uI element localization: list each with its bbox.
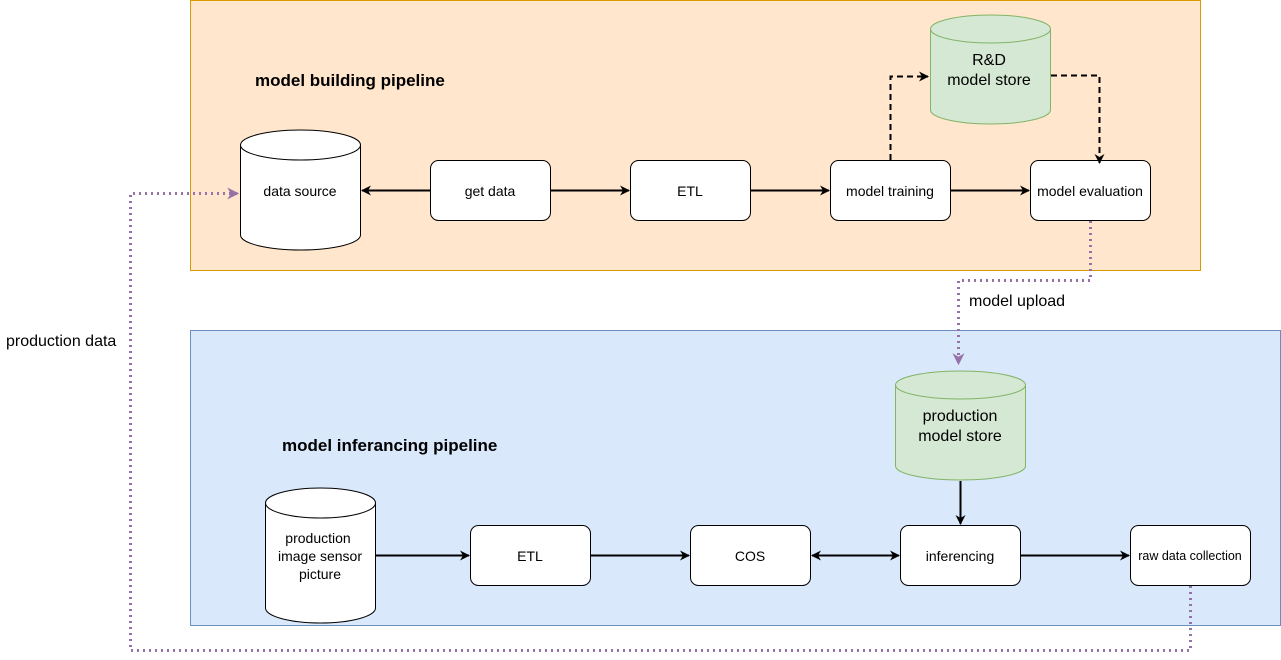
production-data-label: production data — [6, 333, 116, 350]
rd-store-label-line1: R&D — [972, 52, 1006, 69]
etl-inferencing-label: ETL — [517, 548, 543, 564]
cos-node[interactable]: COS — [690, 525, 811, 586]
sensor-label-line3: picture — [299, 566, 341, 582]
rd-store-label-line2: model store — [947, 72, 1031, 89]
model-evaluation-label: model evaluation — [1037, 183, 1143, 199]
model-upload-label: model upload — [969, 293, 1065, 310]
etl-inferencing-node[interactable]: ETL — [470, 525, 591, 586]
sensor-label-line2: image sensor — [278, 548, 362, 564]
production-model-store-cylinder[interactable]: production model store — [895, 370, 1026, 481]
raw-data-collection-node[interactable]: raw data collection — [1130, 525, 1251, 586]
building-pipeline-title: model building pipeline — [255, 71, 445, 90]
etl-building-node[interactable]: ETL — [630, 160, 751, 221]
model-training-label: model training — [846, 183, 934, 199]
sensor-label-line1: production — [285, 530, 350, 546]
production-image-sensor-cylinder[interactable]: production image sensor picture — [265, 487, 376, 624]
edge-training-to-rd-store — [889, 71, 929, 160]
raw-data-collection-label: raw data collection — [1138, 549, 1242, 563]
inferencing-pipeline-title: model inferancing pipeline — [282, 436, 497, 455]
inferencing-label: inferencing — [926, 548, 995, 564]
prod-store-label-line2: model store — [918, 428, 1002, 445]
etl-building-label: ETL — [677, 183, 703, 199]
get-data-label: get data — [465, 183, 516, 199]
model-training-node[interactable]: model training — [830, 160, 951, 221]
edge-production-data — [129, 187, 1192, 652]
cos-label: COS — [735, 548, 765, 564]
data-source-cylinder[interactable]: data source — [240, 129, 361, 251]
inferencing-node[interactable]: inferencing — [900, 525, 1021, 586]
data-source-label: data source — [263, 183, 336, 199]
prod-store-label-line1: production — [923, 408, 998, 425]
model-evaluation-node[interactable]: model evaluation — [1030, 160, 1151, 221]
rd-model-store-cylinder[interactable]: R&D model store — [930, 14, 1051, 125]
get-data-node[interactable]: get data — [430, 160, 551, 221]
